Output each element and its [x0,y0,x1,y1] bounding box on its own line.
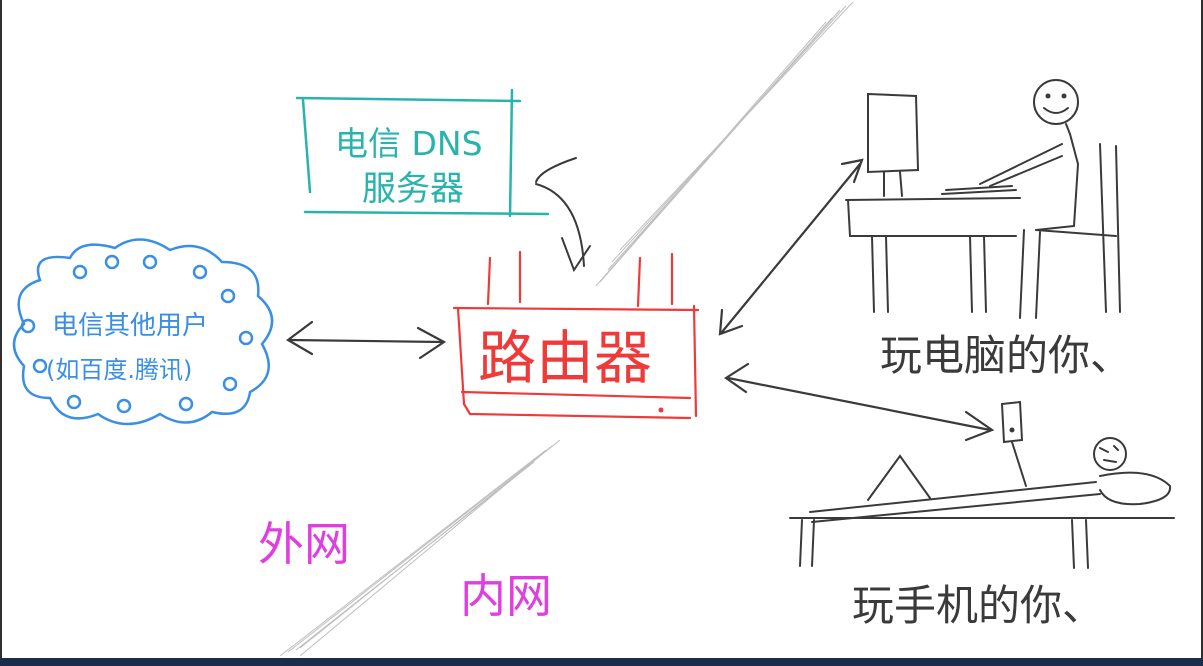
dns-server-box [295,88,550,218]
bed-person-icon [789,437,1175,569]
other-users-label-line1: 电信其他用户 [52,311,208,341]
pc-user-label: 玩电脑的你、 [880,331,1132,380]
cloud-icon [12,238,274,426]
dns-label-line2: 服务器 [362,169,464,209]
person-icon [979,79,1121,319]
router-computer-arrow [718,158,864,336]
right-border [1201,0,1203,658]
router-label: 路由器 [478,324,652,392]
cloud-router-arrow [286,320,447,360]
router-led-icon [658,407,664,413]
outer-net-label: 外网 [258,517,350,571]
left-border [0,0,2,658]
other-users-label-line2: (如百度.腾讯) [46,356,192,384]
bottom-footer-bar [0,658,1203,666]
inner-net-label: 内网 [460,569,552,623]
network-divider [279,1,854,657]
phone-user-label: 玩手机的你、 [852,581,1104,630]
dns-label-line1: 电信 DNS [335,124,483,163]
dns-to-router-arrow [535,157,591,273]
phone-icon [1000,400,1024,444]
router-icon [452,250,700,420]
computer-icon [845,92,1021,313]
router-phone-arrow [724,362,995,442]
